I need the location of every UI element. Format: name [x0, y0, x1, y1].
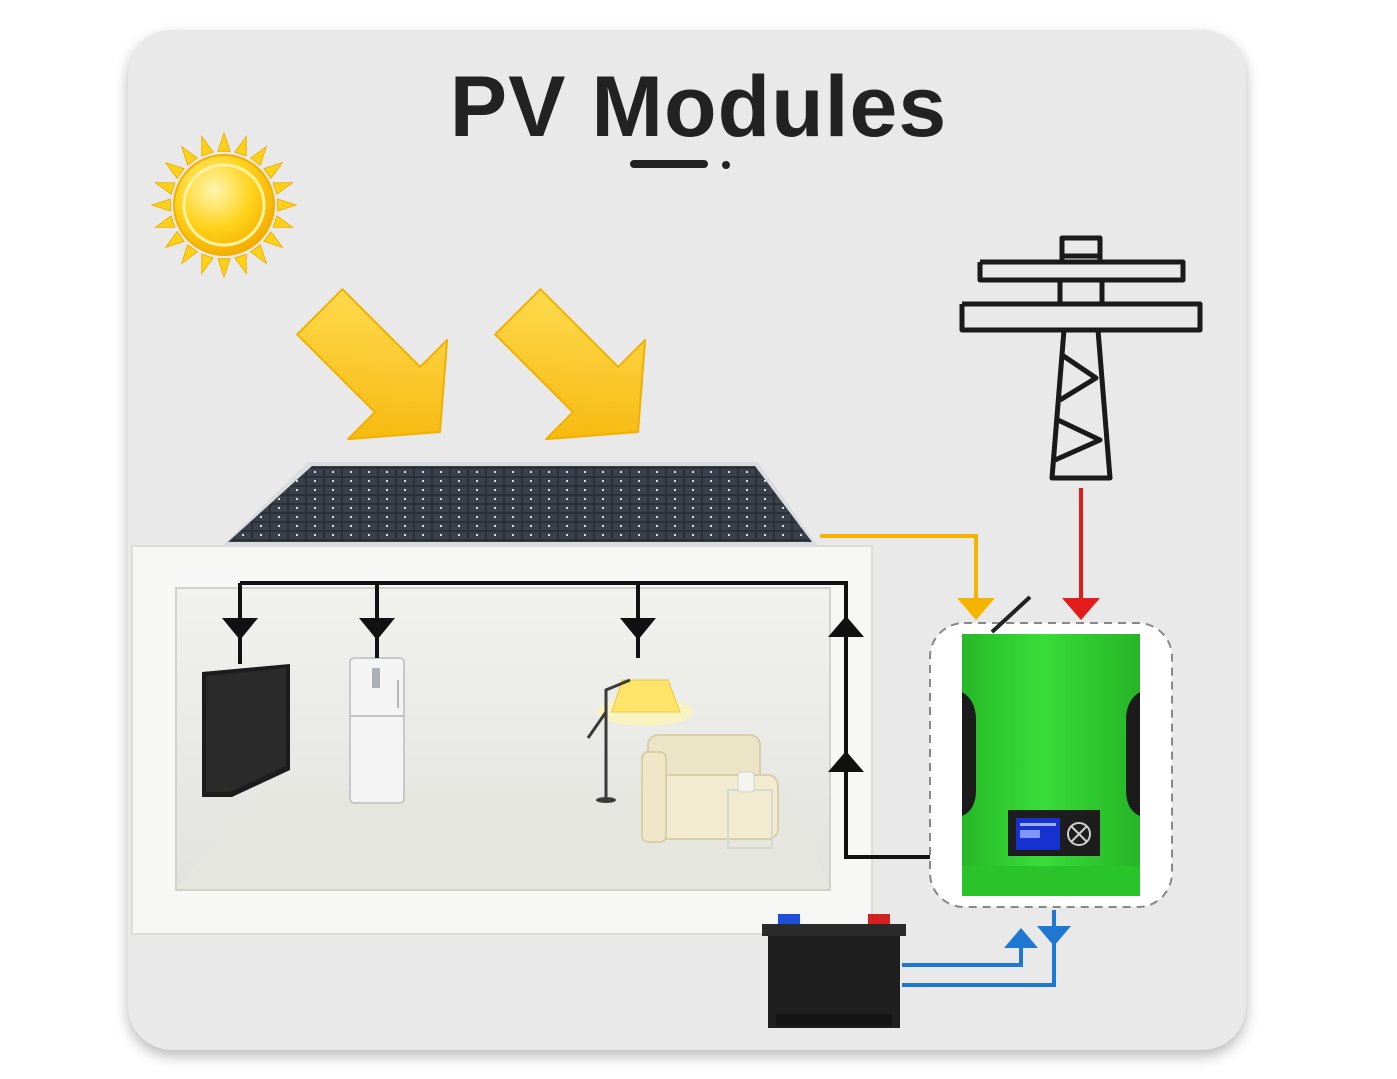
- pv-to-inverter-line: [820, 534, 995, 620]
- sun-ray: [150, 198, 171, 212]
- transmission-tower-icon: [959, 235, 1203, 481]
- sun-ray: [277, 198, 298, 212]
- sun-ray: [164, 161, 185, 180]
- battery-wiring: [902, 910, 1071, 987]
- tv-icon: [202, 664, 290, 797]
- solar-panel-icon: [222, 462, 818, 546]
- sun-ray: [263, 230, 284, 249]
- sun-ray: [180, 145, 199, 166]
- supply-arrow-icon: [828, 616, 864, 772]
- sofa-icon: [641, 734, 779, 849]
- sun-ray: [217, 131, 231, 152]
- floor-lamp-icon: [586, 678, 693, 803]
- sun-ray: [263, 161, 284, 180]
- sun-ray: [234, 253, 247, 276]
- sun-ray: [272, 215, 295, 228]
- title-underline: [630, 160, 730, 169]
- grid-to-inverter-line: [1062, 488, 1100, 620]
- sun-ray: [249, 145, 268, 166]
- load-arrow-icon: [222, 618, 656, 640]
- sun-ray: [201, 134, 214, 157]
- sun-ray: [153, 182, 176, 195]
- sun-icon: [150, 131, 298, 279]
- diagram-title: PV Modules: [449, 59, 948, 155]
- battery-icon: [762, 914, 906, 1028]
- refrigerator-icon: [349, 657, 405, 804]
- sun-ray: [249, 244, 268, 265]
- sun-ray: [272, 182, 295, 195]
- hybrid-inverter-icon: [929, 595, 1173, 908]
- sun-ray: [164, 230, 185, 249]
- sun-ray: [180, 244, 199, 265]
- sun-ray: [201, 253, 214, 276]
- sun-ray: [153, 215, 176, 228]
- sunlight-arrow-icon: [494, 288, 647, 441]
- sun-ray: [217, 258, 231, 279]
- sun-ray: [234, 134, 247, 157]
- sunlight-arrow-icon: [296, 288, 449, 441]
